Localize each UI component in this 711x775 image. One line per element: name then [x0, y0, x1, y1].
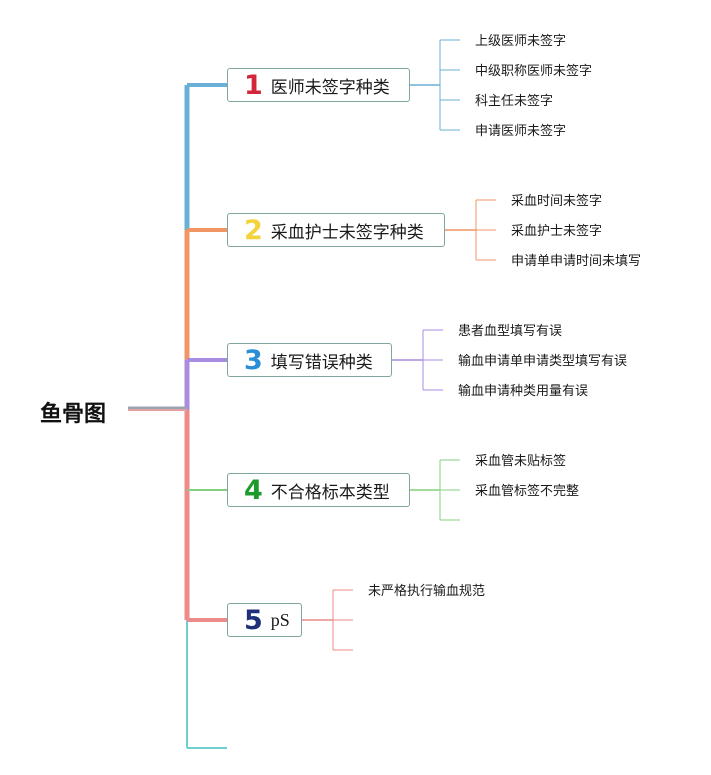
branch-number-3: 3: [244, 344, 263, 376]
branch-number-4: 4: [244, 474, 263, 506]
branch-label-4: 不合格标本类型: [270, 482, 390, 503]
branch-node-4[interactable]: 4 不合格标本类型: [227, 473, 410, 507]
leaf-1-4: 申请医师未签字: [475, 124, 567, 139]
branch-node-3[interactable]: 3 填写错误种类: [227, 343, 392, 377]
branch-number-2: 2: [244, 214, 263, 246]
leaf-5-1: 未严格执行输血规范: [368, 584, 486, 599]
branch-label-2: 采血护士未签字种类: [270, 222, 424, 243]
branch-label-1: 医师未签字种类: [270, 77, 390, 98]
leaf-2-2: 采血护士未签字: [511, 224, 603, 239]
branch-node-2[interactable]: 2 采血护士未签字种类: [227, 213, 445, 247]
root-label: 鱼骨图: [40, 402, 107, 427]
leaf-3-1: 患者血型填写有误: [458, 324, 563, 339]
leaf-1-3: 科主任未签字: [475, 94, 554, 109]
leaf-1-1: 上级医师未签字: [475, 34, 567, 49]
leaf-4-1: 采血管未贴标签: [475, 454, 567, 469]
branch-label-3: 填写错误种类: [270, 352, 373, 373]
branch-node-5[interactable]: 5 pS: [227, 603, 302, 637]
leaf-1-2: 中级职称医师未签字: [475, 64, 593, 79]
leaf-3-2: 输血申请单申请类型填写有误: [458, 354, 628, 369]
leaf-4-2: 采血管标签不完整: [475, 484, 580, 499]
branch-number-1: 1: [244, 69, 263, 101]
leaf-2-3: 申请单申请时间未填写: [511, 254, 642, 269]
branch-node-1[interactable]: 1 医师未签字种类: [227, 68, 410, 102]
leaf-2-1: 采血时间未签字: [511, 194, 603, 209]
branch-label-5: pS: [270, 609, 290, 630]
branch-number-5: 5: [244, 604, 263, 636]
leaf-3-3: 输血申请种类用量有误: [458, 384, 589, 399]
